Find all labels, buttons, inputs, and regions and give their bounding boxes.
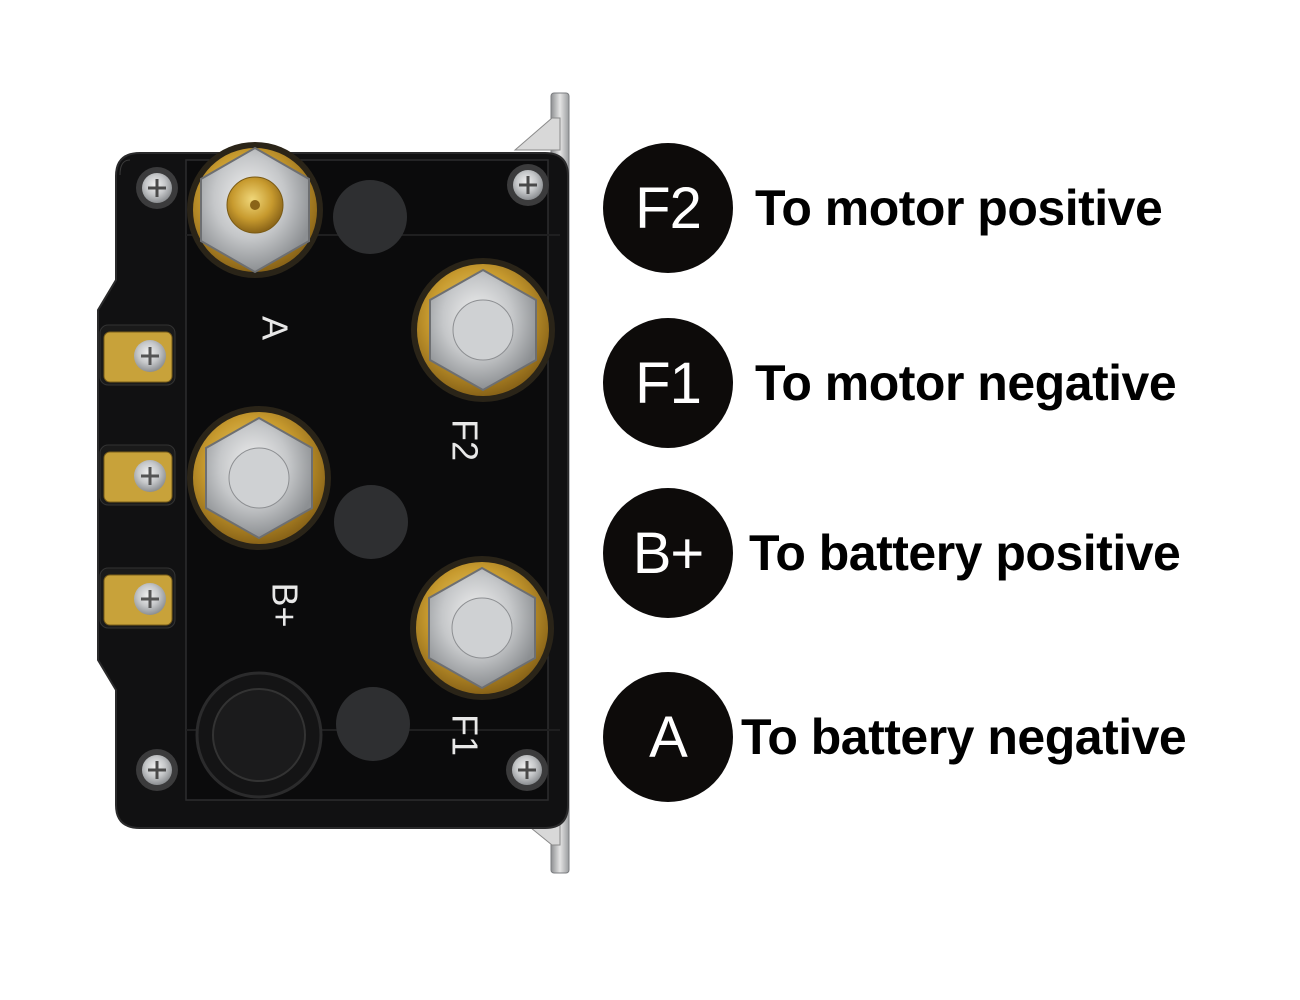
corner-screw-bottom-right [506,749,548,791]
legend-description-b-plus: To battery positive [749,525,1181,581]
corner-screw-bottom-left [136,749,178,791]
legend-badge-f1: F1 [603,318,733,448]
corner-screw-top-right [507,164,549,206]
rubber-plug-top [333,180,407,254]
rubber-plug-middle [334,485,408,559]
legend-badge-b-plus: B+ [603,488,733,618]
terminal-b-plus-post [187,406,331,550]
spade-terminal-bottom [99,567,176,629]
corner-screw-top-left [136,167,178,209]
terminal-f1-post [410,556,554,700]
terminal-b-plus-label: B+ [264,582,305,627]
spade-terminal-middle [99,444,176,506]
terminal-a-label: A [254,316,295,340]
legend-description-a: To battery negative [741,709,1187,765]
legend-row-f2: F2 To motor positive [603,143,1163,273]
terminal-a-post [187,142,323,278]
terminal-f2-label: F2 [444,419,485,461]
rubber-plug-bottom [336,687,410,761]
connector-port-cap [195,671,323,799]
legend-row-a: A To battery negative [603,672,1187,802]
legend-row-b-plus: B+ To battery positive [603,488,1181,618]
spade-terminal-top [99,324,176,386]
motor-controller-photo: A F2 B+ F1 [97,92,570,874]
terminal-f2-post [411,258,555,402]
legend-description-f1: To motor negative [755,355,1177,411]
legend-badge-f2: F2 [603,143,733,273]
terminal-f1-label: F1 [444,714,485,756]
legend-description-f2: To motor positive [755,180,1163,236]
legend-badge-a: A [603,672,733,802]
legend-row-f1: F1 To motor negative [603,318,1177,448]
